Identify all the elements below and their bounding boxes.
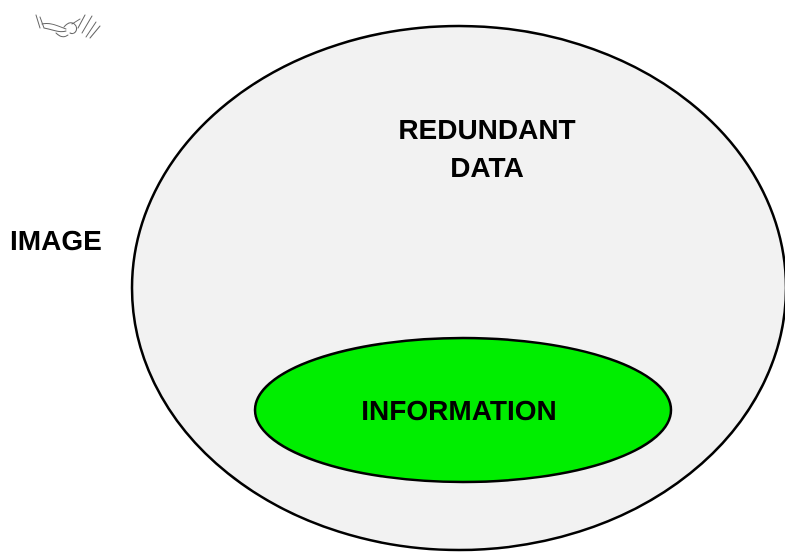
redundant-label-line2: DATA bbox=[450, 152, 524, 183]
information-label: INFORMATION bbox=[361, 395, 556, 426]
redundant-label-line1: REDUNDANT bbox=[398, 114, 575, 145]
information-ellipse bbox=[253, 336, 673, 484]
image-label: IMAGE bbox=[10, 225, 102, 256]
hand-sketch-icon bbox=[35, 14, 101, 39]
